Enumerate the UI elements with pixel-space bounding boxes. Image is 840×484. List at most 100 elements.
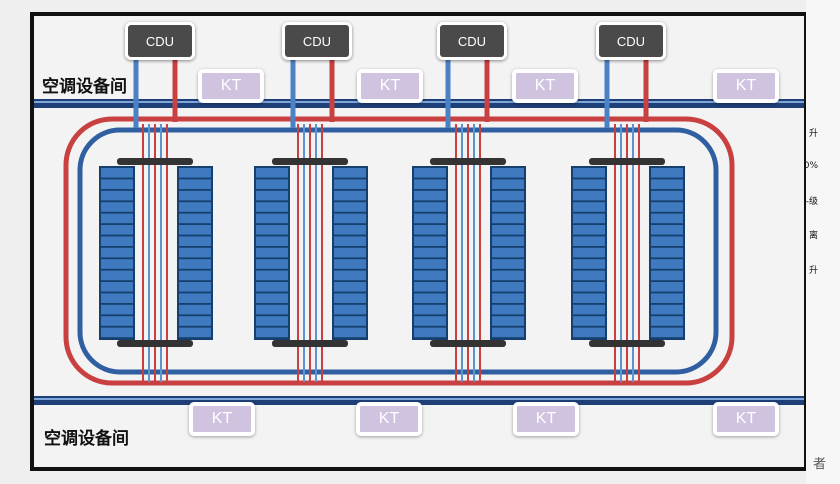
rack-unit: [179, 327, 211, 338]
rack-unit: [414, 213, 446, 224]
rack-unit: [492, 236, 524, 246]
rack-unit: [573, 327, 605, 338]
rack-unit: [651, 179, 683, 189]
rack-unit: [179, 202, 211, 212]
rack-unit: [101, 247, 133, 258]
rack-unit: [651, 293, 683, 303]
top-manifold-bar-1: [117, 158, 193, 165]
rack-unit: [651, 316, 683, 326]
rack-unit: [179, 168, 211, 178]
rack-unit: [179, 225, 211, 235]
rack-unit: [256, 282, 288, 292]
bottom-manifold-bar-4: [589, 340, 665, 347]
rack-unit: [651, 213, 683, 224]
rack-unit: [651, 236, 683, 246]
rack-unit: [492, 168, 524, 178]
rack-unit: [651, 270, 683, 281]
rack-unit: [256, 304, 288, 315]
right-margin: [806, 0, 840, 484]
rack-unit: [492, 259, 524, 269]
rack-unit: [651, 225, 683, 235]
rack-unit: [651, 304, 683, 315]
rack-unit: [573, 259, 605, 269]
side-text-fragment-4: 离: [808, 231, 818, 241]
rack-unit: [573, 190, 605, 201]
rack-unit: [101, 236, 133, 246]
rack-unit: [101, 282, 133, 292]
rack-unit: [101, 304, 133, 315]
bottom-manifold-bar-3: [430, 340, 506, 347]
bottom-manifold-bar-2: [272, 340, 348, 347]
rack-unit: [334, 213, 366, 224]
side-text-fragment-5: 升: [808, 266, 818, 276]
rack-unit: [414, 247, 446, 258]
rack-unit: [256, 316, 288, 326]
rack-unit: [492, 225, 524, 235]
rack-unit: [179, 316, 211, 326]
rack-unit: [179, 282, 211, 292]
rack-unit: [179, 304, 211, 315]
rack-unit: [414, 202, 446, 212]
kt-unit-bottom-1: KT: [189, 402, 255, 436]
rack-unit: [256, 259, 288, 269]
rack-unit: [573, 293, 605, 303]
kt-unit-top-2: KT: [357, 69, 423, 103]
rack-unit: [256, 202, 288, 212]
rack-unit: [334, 225, 366, 235]
rack-unit: [414, 304, 446, 315]
rack-unit: [101, 190, 133, 201]
rack-unit: [573, 247, 605, 258]
rack-unit: [651, 247, 683, 258]
return-loop: [77, 127, 719, 375]
rack-unit: [256, 270, 288, 281]
rack-unit: [334, 304, 366, 315]
rack-unit: [334, 316, 366, 326]
rack-unit: [179, 259, 211, 269]
kt-unit-top-3: KT: [512, 69, 578, 103]
rack-unit: [414, 327, 446, 338]
rack-unit: [414, 316, 446, 326]
rack-unit: [414, 293, 446, 303]
rack-unit: [651, 202, 683, 212]
rack-unit: [256, 179, 288, 189]
rack-unit: [492, 213, 524, 224]
kt-unit-bottom-2: KT: [356, 402, 422, 436]
rack-unit: [101, 259, 133, 269]
rack-unit: [334, 236, 366, 246]
rack-unit: [101, 225, 133, 235]
rack-unit: [179, 213, 211, 224]
cdu-unit-1: CDU: [125, 22, 195, 60]
bottom-manifold-bar-1: [117, 340, 193, 347]
rack-unit: [651, 327, 683, 338]
rack-unit: [334, 247, 366, 258]
bottom-ac-room-label: 空调设备间: [44, 429, 129, 449]
rack-unit: [101, 179, 133, 189]
rack-unit: [492, 327, 524, 338]
rack-unit: [334, 202, 366, 212]
top-pipe-band: [34, 99, 804, 108]
rack-unit: [573, 179, 605, 189]
rack-unit: [651, 190, 683, 201]
rack-unit: [651, 168, 683, 178]
rack-unit: [492, 247, 524, 258]
rack-unit: [492, 202, 524, 212]
rack-unit: [492, 316, 524, 326]
rack-unit: [573, 316, 605, 326]
rack-unit: [414, 190, 446, 201]
rack-unit: [573, 236, 605, 246]
rack-unit: [334, 327, 366, 338]
rack-unit: [573, 282, 605, 292]
rack-unit: [101, 316, 133, 326]
bottom-pipe-band: [34, 396, 804, 405]
rack-unit: [573, 270, 605, 281]
rack-unit: [492, 304, 524, 315]
rack-unit: [334, 190, 366, 201]
kt-unit-top-4: KT: [713, 69, 779, 103]
rack-unit: [414, 225, 446, 235]
side-text-fragment-3: -级: [805, 197, 818, 207]
rack-unit: [651, 259, 683, 269]
rack-unit: [414, 179, 446, 189]
kt-unit-bottom-3: KT: [513, 402, 579, 436]
rack-unit: [573, 168, 605, 178]
